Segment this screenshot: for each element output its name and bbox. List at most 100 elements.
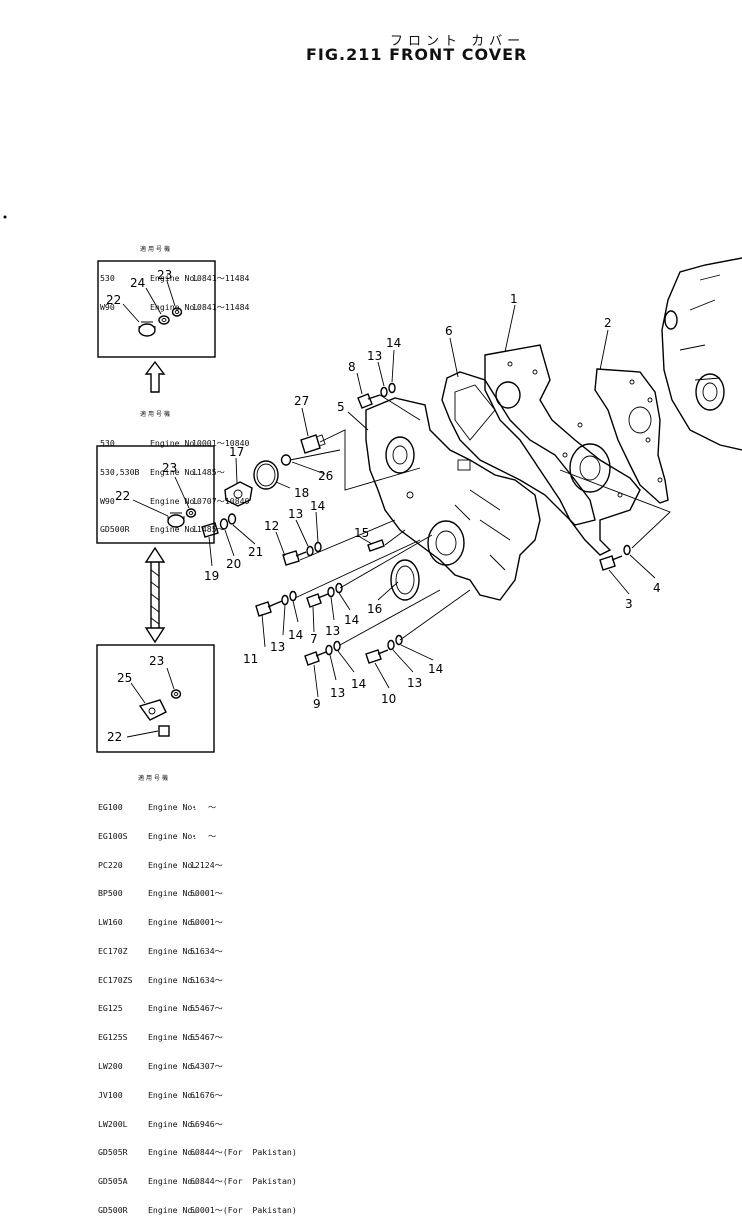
part-14-washer <box>388 382 396 394</box>
part-13-washer <box>281 594 289 606</box>
part-9-bolt <box>304 651 327 666</box>
exploded-parts-drawing: 1 2 3 4 5 6 7 8 9 10 11 12 13 14 13 14 1… <box>3 215 742 753</box>
applicability-header: 適用号機 <box>140 246 173 254</box>
applicability-header: 適用号機 <box>140 411 173 419</box>
part-14-washer <box>395 634 403 646</box>
callout-14: 14 <box>428 662 443 676</box>
callout-20: 20 <box>226 557 241 571</box>
figure-subtitle-japanese: フロント カバー <box>390 34 526 49</box>
callout-3: 3 <box>625 597 633 611</box>
detail-box-2 <box>96 445 215 544</box>
callout-14: 14 <box>288 628 303 642</box>
callout-13: 13 <box>325 624 340 638</box>
callout-18: 18 <box>294 486 309 500</box>
applicability-header: 適用号機 <box>138 775 171 783</box>
part-3-bolt <box>599 555 623 571</box>
double-arrow-icon <box>144 546 166 644</box>
part-13-washer <box>327 586 335 598</box>
part-22-box1 <box>138 321 156 337</box>
assembly-guide-lines <box>289 394 671 646</box>
callout-27: 27 <box>294 394 309 408</box>
part-7-bolt <box>306 593 329 608</box>
part-8-bolt <box>357 393 381 409</box>
callout-17: 17 <box>229 445 244 459</box>
callout-8: 8 <box>348 360 356 374</box>
callout-13: 13 <box>330 686 345 700</box>
stray-dot <box>3 215 7 219</box>
callout-24: 24 <box>130 276 145 290</box>
part-22-box3 <box>158 725 170 737</box>
callout-21: 21 <box>248 545 263 559</box>
callout-14: 14 <box>386 336 401 350</box>
part-13-washer <box>387 639 395 651</box>
callout-19: 19 <box>204 569 219 583</box>
part-18-o-ring <box>253 460 279 490</box>
part-14-washer <box>335 582 343 594</box>
callout-13: 13 <box>407 676 422 690</box>
part-24-box1 <box>158 315 170 325</box>
part-22-box2 <box>167 512 185 528</box>
part-19-bolt <box>201 522 219 538</box>
callout-11: 11 <box>243 652 258 666</box>
callout-1: 1 <box>510 292 518 306</box>
part-25-box3 <box>138 699 167 721</box>
part-26-ring <box>280 454 292 466</box>
callout-16: 16 <box>367 602 382 616</box>
callout-14: 14 <box>344 613 359 627</box>
callout-26: 26 <box>318 469 333 483</box>
callout-25: 25 <box>117 671 132 685</box>
part-14-washer <box>314 541 322 553</box>
part-12-bolt <box>282 550 307 566</box>
callout-22: 22 <box>107 730 122 744</box>
part-14-washer <box>289 590 297 602</box>
detail-box-3 <box>96 644 215 753</box>
detail-box-1 <box>97 260 216 358</box>
part-13-washer <box>325 644 333 656</box>
callout-2: 2 <box>604 316 612 330</box>
callout-leader-lines <box>208 304 656 698</box>
callout-14: 14 <box>310 499 325 513</box>
part-11-bolt <box>255 600 283 617</box>
callout-4: 4 <box>653 581 661 595</box>
part-4-washer <box>623 544 631 556</box>
part-13-washer <box>380 386 388 398</box>
part-10-bolt <box>365 649 389 664</box>
part-23-box3 <box>170 689 182 699</box>
callout-7: 7 <box>310 632 318 646</box>
callout-22: 22 <box>106 293 121 307</box>
callout-9: 9 <box>313 697 321 711</box>
callout-12: 12 <box>264 519 279 533</box>
part-17-cover <box>224 481 253 507</box>
part-1-plate <box>484 344 641 556</box>
part-6-gasket <box>441 371 596 526</box>
callout-15: 15 <box>354 526 369 540</box>
callout-23: 23 <box>157 268 172 282</box>
part-15-dowel <box>367 539 385 552</box>
callout-10: 10 <box>381 692 396 706</box>
callout-22: 22 <box>115 489 130 503</box>
part-14-washer <box>333 640 341 652</box>
callout-5: 5 <box>337 400 345 414</box>
callout-13: 13 <box>270 640 285 654</box>
part-13-washer <box>306 545 314 557</box>
